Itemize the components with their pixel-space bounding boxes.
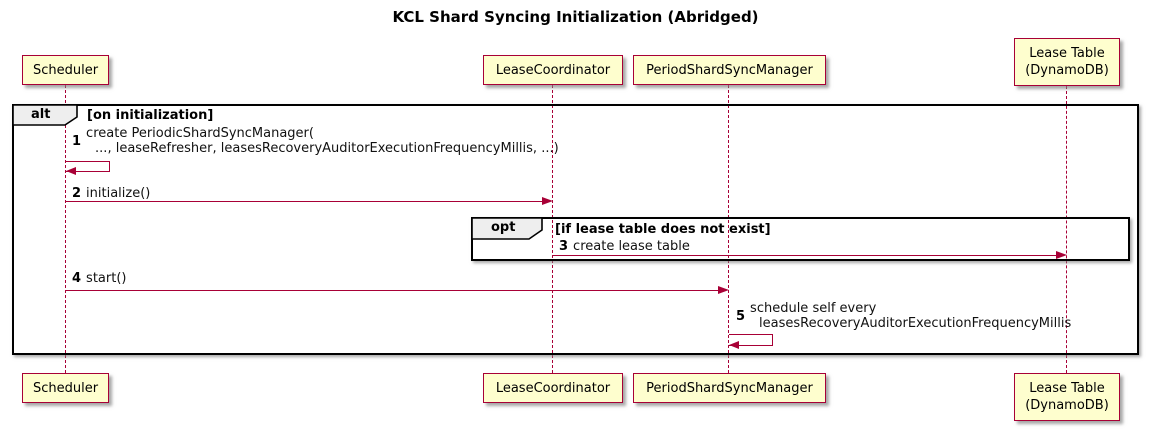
participant-label-line2: (DynamoDB) xyxy=(1025,63,1109,78)
lifeline-scheduler xyxy=(65,85,66,373)
message-4-arrowhead xyxy=(718,286,729,294)
participant-period-shard-sync-manager-bottom: PeriodShardSyncManager xyxy=(633,373,826,403)
message-1-self-arrow xyxy=(66,161,110,172)
participant-label: PeriodShardSyncManager xyxy=(646,62,813,78)
opt-frame-label-pentagon xyxy=(472,218,543,240)
participant-label-line2: (DynamoDB) xyxy=(1025,398,1109,413)
message-5-text: schedule self every leasesRecoveryAudito… xyxy=(750,301,1072,331)
alt-frame-label-pentagon xyxy=(13,105,78,126)
message-2-number: 2 xyxy=(72,186,82,201)
message-1-arrowhead xyxy=(66,167,76,175)
message-3-arrow xyxy=(553,255,1056,256)
message-4-text: start() xyxy=(86,271,127,286)
participant-lease-table-top: Lease Table (DynamoDB) xyxy=(1014,38,1120,86)
message-2-arrow xyxy=(66,201,543,202)
participant-label: Scheduler xyxy=(32,380,99,396)
message-4-arrow xyxy=(66,290,718,291)
message-5-arrowhead xyxy=(729,341,739,349)
alt-condition-label: [on initialization] xyxy=(87,108,214,123)
message-3-label: 3 create lease table xyxy=(559,239,690,254)
message-3-number: 3 xyxy=(559,239,569,254)
message-2-arrowhead xyxy=(542,197,553,205)
participant-label: LeaseCoordinator xyxy=(495,62,611,78)
alt-operator-label: alt xyxy=(31,107,51,122)
opt-condition-label: [if lease table does not exist] xyxy=(555,222,771,237)
diagram-title: KCL Shard Syncing Initialization (Abridg… xyxy=(392,8,759,26)
opt-frame: opt [if lease table does not exist] xyxy=(471,217,1130,261)
participant-label: LeaseCoordinator xyxy=(495,380,611,396)
message-5-self-arrow xyxy=(729,334,773,346)
participant-label-line1: Lease Table xyxy=(1029,46,1105,61)
message-5-number: 5 xyxy=(736,308,746,324)
message-4-label: 4 start() xyxy=(72,271,126,286)
participant-lease-coordinator-top: LeaseCoordinator xyxy=(483,55,623,85)
message-3-arrowhead xyxy=(1056,251,1067,259)
lifeline-lease-table xyxy=(1066,86,1067,373)
opt-operator-label: opt xyxy=(491,220,516,235)
participant-lease-coordinator-bottom: LeaseCoordinator xyxy=(483,373,623,403)
participant-scheduler-bottom: Scheduler xyxy=(22,373,109,403)
message-5-label: 5 schedule self every leasesRecoveryAudi… xyxy=(736,301,1071,331)
participant-label: Scheduler xyxy=(32,62,99,78)
participant-label: PeriodShardSyncManager xyxy=(646,380,813,396)
message-1-number: 1 xyxy=(72,133,82,149)
message-3-text: create lease table xyxy=(573,239,690,254)
participant-period-shard-sync-manager-top: PeriodShardSyncManager xyxy=(633,55,826,85)
message-1-label: 1 create PeriodicShardSyncManager( ..., … xyxy=(72,126,559,156)
message-2-label: 2 initialize() xyxy=(72,186,150,201)
participant-label-line1: Lease Table xyxy=(1029,381,1105,396)
message-2-text: initialize() xyxy=(86,186,151,201)
message-1-text: create PeriodicShardSyncManager( ..., le… xyxy=(86,126,559,156)
alt-frame: alt [on initialization] xyxy=(12,104,1139,355)
lifeline-period-shard-sync-manager xyxy=(728,85,729,373)
message-4-number: 4 xyxy=(72,271,82,286)
lifeline-lease-coordinator xyxy=(552,85,553,373)
participant-lease-table-bottom: Lease Table (DynamoDB) xyxy=(1014,373,1120,421)
participant-scheduler-top: Scheduler xyxy=(22,55,109,85)
